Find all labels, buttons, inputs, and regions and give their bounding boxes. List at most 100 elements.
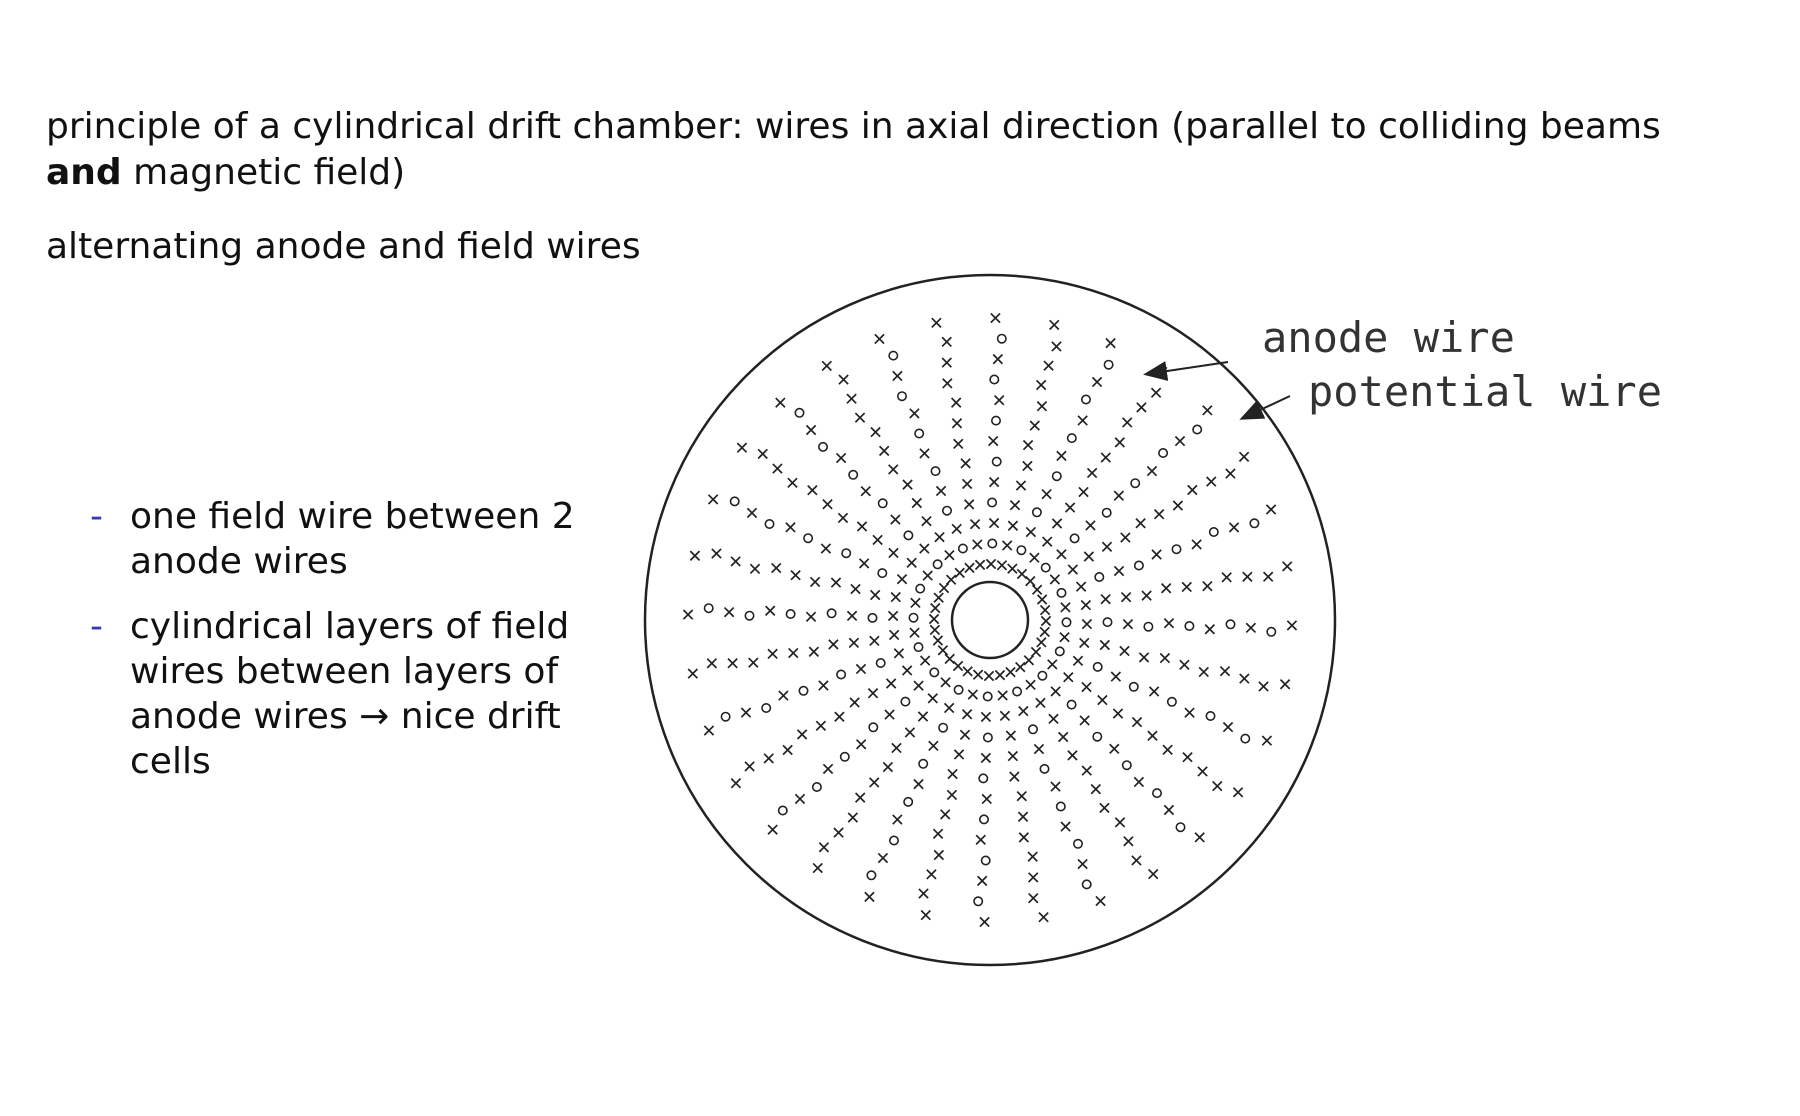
- field-wire-mark: [891, 742, 902, 754]
- field-wire-mark: [928, 740, 939, 752]
- field-wire-mark: [1123, 836, 1134, 847]
- field-wire-mark: [1119, 645, 1130, 657]
- field-wire-mark: [805, 424, 817, 436]
- field-wire-mark: [904, 727, 916, 738]
- anode-wire-mark: [836, 669, 847, 680]
- field-wire-mark: [1141, 590, 1152, 601]
- field-wire-mark: [1174, 435, 1186, 447]
- field-wire-mark: [1136, 402, 1147, 413]
- field-wire-mark: [1049, 319, 1060, 331]
- field-wire-mark: [1095, 895, 1106, 907]
- field-wire-mark: [767, 648, 778, 660]
- field-wire-mark: [1057, 731, 1069, 743]
- field-wire-mark: [860, 485, 871, 497]
- anode-wire-mark: [818, 441, 829, 452]
- field-wire-mark: [1079, 715, 1090, 726]
- anode-wire-mark: [1092, 731, 1103, 742]
- anode-wire-mark: [1205, 710, 1216, 721]
- field-wire-mark: [931, 317, 942, 328]
- field-wire-mark: [1258, 681, 1269, 692]
- anode-wire-mark: [803, 533, 814, 544]
- field-wire-mark: [922, 570, 933, 581]
- field-wire-mark: [1228, 522, 1240, 533]
- field-wire-mark: [869, 635, 880, 647]
- field-wire-mark: [1131, 716, 1143, 728]
- field-wire-mark: [746, 507, 758, 519]
- field-wire-mark: [954, 567, 965, 579]
- field-wire-mark: [1077, 415, 1088, 426]
- anode-wire-mark: [720, 711, 731, 722]
- wire-pattern: [682, 312, 1298, 928]
- field-wire-mark: [1051, 341, 1062, 352]
- field-wire-mark: [935, 485, 947, 497]
- field-wire-mark: [1007, 750, 1019, 762]
- field-wire-mark: [892, 814, 903, 825]
- field-wire-mark: [1025, 526, 1037, 538]
- anode-wire-mark: [1128, 681, 1139, 692]
- field-wire-mark: [996, 560, 1008, 571]
- anode-wire-mark: [1103, 359, 1114, 370]
- anode-wire-mark: [1039, 763, 1050, 774]
- field-wire-mark: [730, 556, 741, 567]
- field-wire-mark: [975, 834, 986, 846]
- field-wire-mark: [711, 548, 722, 559]
- field-wire-mark: [892, 370, 903, 382]
- anode-wire-mark: [1133, 560, 1144, 571]
- anode-wire-mark: [1158, 448, 1169, 459]
- field-wire-mark: [1081, 618, 1093, 630]
- field-wire-mark: [961, 478, 973, 490]
- subline: alternating anode and field wires: [46, 226, 641, 267]
- anode-wire-mark: [941, 505, 952, 516]
- anode-wire-mark: [1040, 562, 1051, 573]
- field-wire-mark: [869, 589, 881, 601]
- anode-wire-mark: [1061, 617, 1072, 628]
- field-wire-mark: [1083, 551, 1095, 562]
- anode-wire-mark: [1012, 686, 1023, 697]
- field-wire-mark: [988, 435, 999, 447]
- anode-wire-mark: [918, 758, 929, 769]
- field-wire-mark: [1114, 437, 1125, 448]
- field-wire-mark: [1085, 520, 1096, 531]
- anode-wire-mark: [866, 870, 877, 881]
- field-wire-mark: [1063, 672, 1074, 683]
- field-wire-mark: [869, 777, 880, 788]
- field-wire-mark: [979, 916, 990, 928]
- field-wire-mark: [1239, 673, 1250, 684]
- field-wire-mark: [951, 418, 963, 429]
- field-wire-mark: [1035, 379, 1047, 391]
- field-wire-mark: [913, 778, 924, 790]
- anode-wire-mark: [1101, 507, 1112, 518]
- field-wire-mark: [706, 658, 718, 669]
- field-wire-mark: [921, 515, 932, 527]
- drift-chamber-diagram: anode wire potential wire: [643, 273, 1660, 967]
- field-wire-mark: [1041, 488, 1052, 500]
- field-wire-mark: [809, 576, 821, 588]
- field-wire-mark: [877, 852, 889, 864]
- field-wire-mark: [870, 426, 881, 438]
- field-wire-mark: [846, 610, 858, 622]
- field-wire-mark: [888, 547, 899, 559]
- field-wire-mark: [1047, 659, 1058, 670]
- field-wire-mark: [1048, 713, 1059, 725]
- field-wire-mark: [1033, 743, 1045, 755]
- field-wire-mark: [1079, 637, 1090, 649]
- field-wire-mark: [918, 888, 929, 899]
- anode-wire-mark: [982, 732, 993, 743]
- anode-wire-mark: [1151, 788, 1162, 799]
- anode-wire-mark: [987, 497, 998, 508]
- field-wire-mark: [1022, 439, 1034, 451]
- field-wire-mark: [872, 534, 883, 546]
- field-wire-mark: [972, 669, 984, 680]
- field-wire-mark: [1197, 766, 1208, 777]
- field-wire-mark: [944, 549, 955, 561]
- anode-wire-mark: [957, 543, 968, 554]
- field-wire-mark: [960, 458, 971, 469]
- field-wire-mark: [1160, 583, 1172, 594]
- anode-wire-mark: [1266, 626, 1277, 637]
- field-wire-mark: [933, 849, 945, 861]
- field-wire-mark: [969, 518, 981, 530]
- field-wire-mark: [775, 397, 786, 408]
- field-wire-mark: [854, 412, 866, 423]
- field-wire-mark: [1135, 518, 1146, 529]
- field-wire-mark: [1080, 599, 1092, 611]
